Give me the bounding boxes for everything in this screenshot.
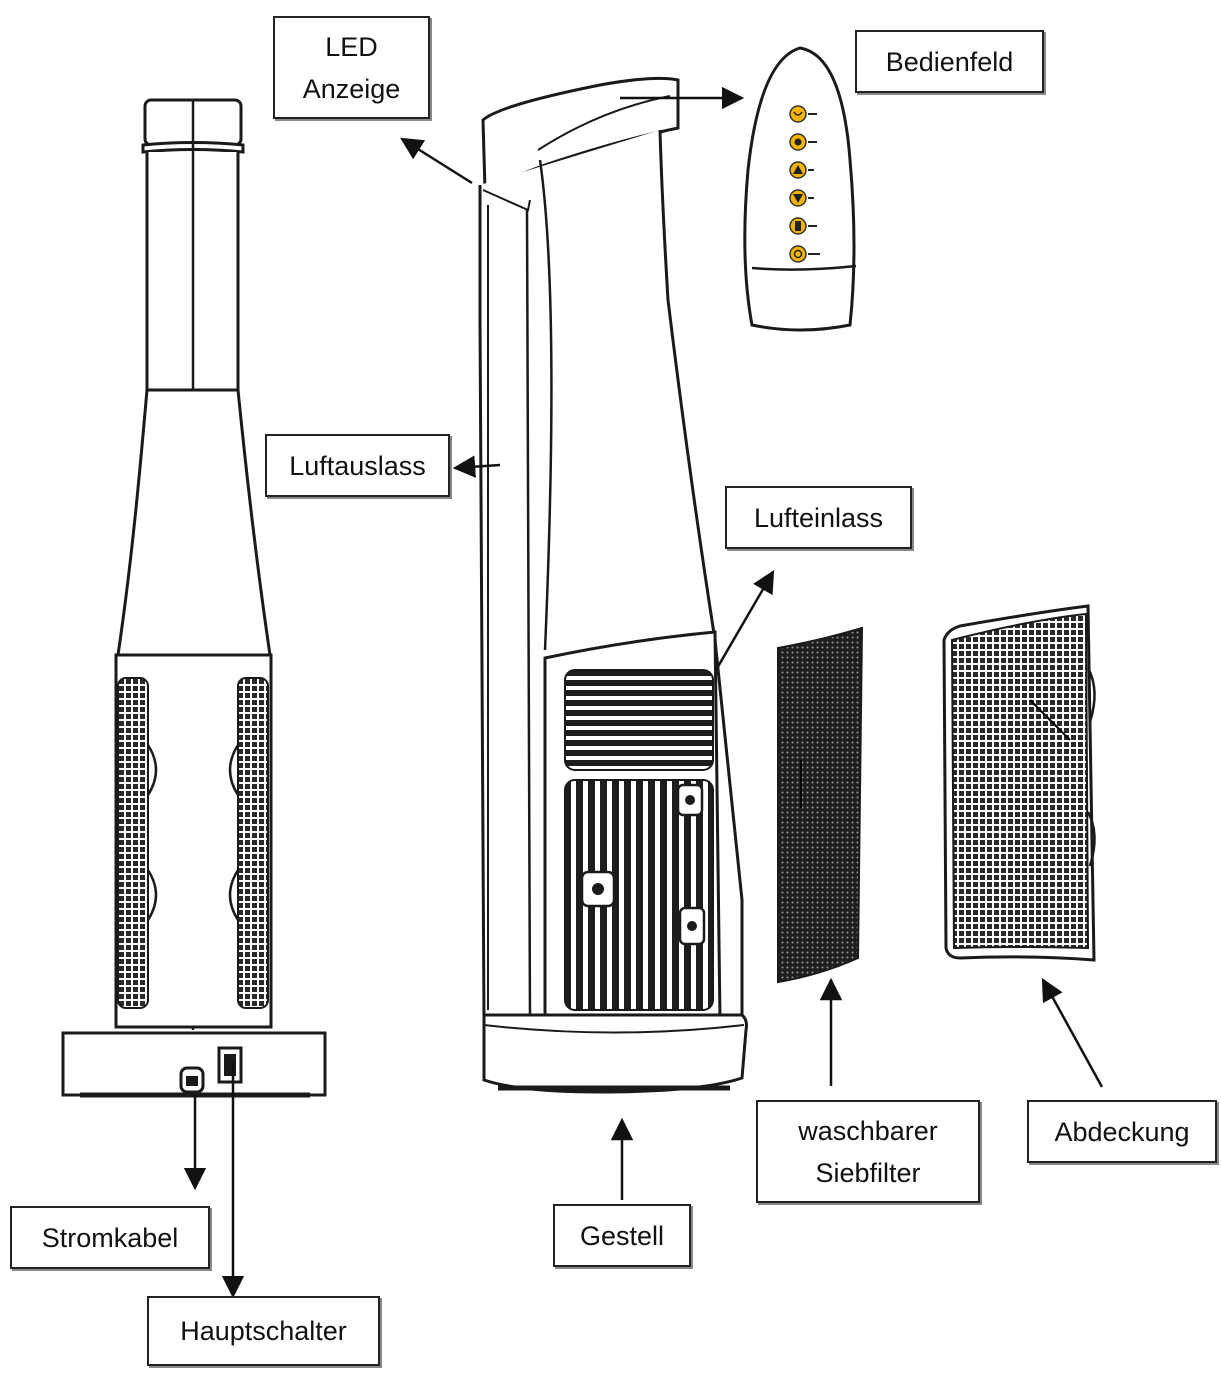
label-bedienfeld-text: Bedienfeld [885,46,1014,77]
label-siebfilter: waschbarer Siebfilter [756,1100,980,1203]
label-hauptschalter: Hauptschalter [147,1296,380,1366]
label-lufteinlass-text: Lufteinlass [753,502,884,533]
label-bedienfeld: Bedienfeld [855,30,1044,93]
label-led-anzeige: LED Anzeige [273,16,430,119]
label-filter-line2: Siebfilter [815,1157,921,1188]
label-hauptschalter-text: Hauptschalter [180,1316,347,1346]
label-filter-line1: waschbarer [798,1115,938,1146]
rear-tower [61,98,327,1098]
label-stromkabel-text: Stromkabel [41,1222,179,1253]
washable-filter [777,626,864,984]
label-abdeckung: Abdeckung [1027,1100,1217,1163]
front-tower [478,76,748,1094]
label-led-line1: LED [325,31,378,62]
label-luftauslass-text: Luftauslass [289,450,426,481]
cover [942,604,1096,962]
label-lufteinlass: Lufteinlass [725,486,912,549]
label-gestell: Gestell [553,1204,691,1267]
callout-arrows [183,86,1104,1299]
label-gestell-text: Gestell [579,1220,665,1251]
label-stromkabel: Stromkabel [10,1206,210,1269]
label-abdeckung-text: Abdeckung [1054,1116,1190,1147]
label-luftauslass: Luftauslass [265,434,450,497]
panel-buttons [789,105,820,263]
label-led-line2: Anzeige [302,73,401,104]
control-panel [743,46,857,332]
